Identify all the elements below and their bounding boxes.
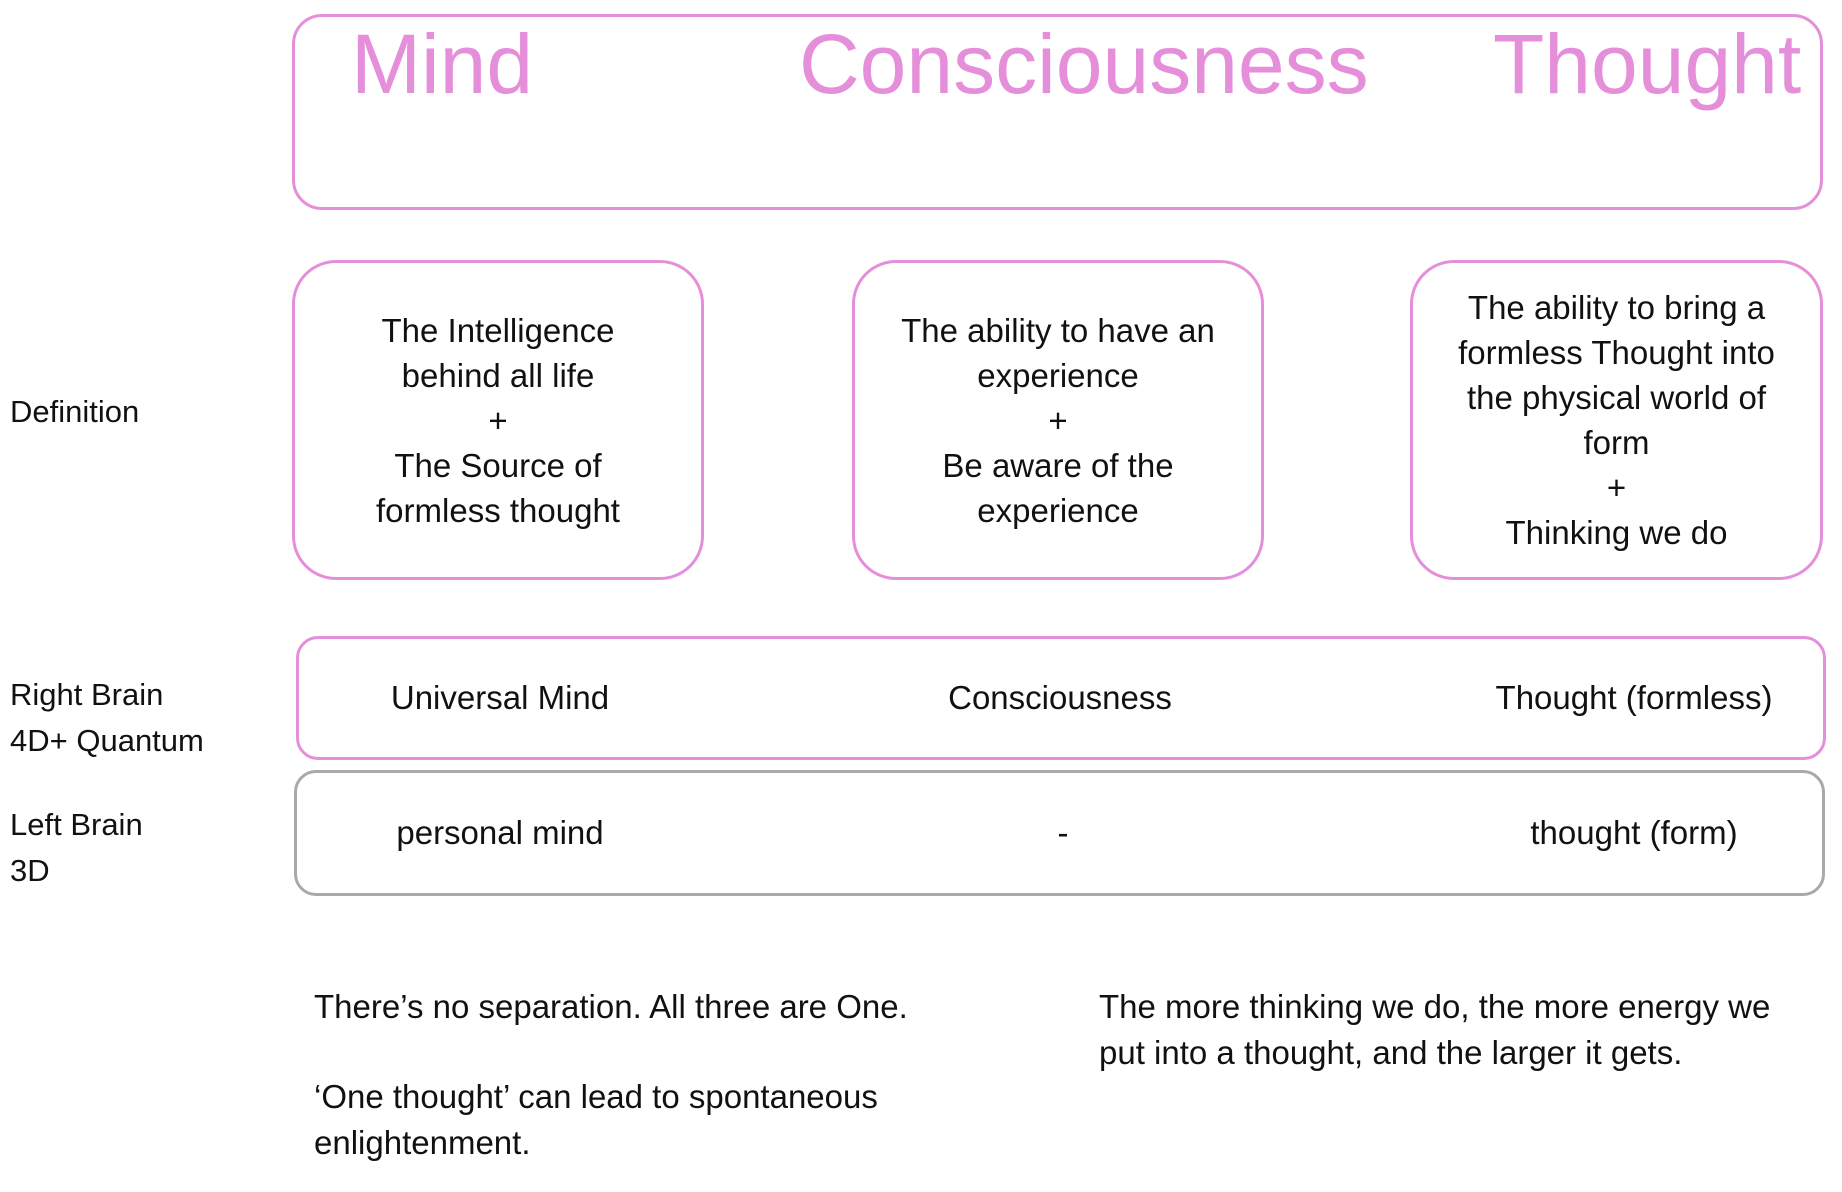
header-box — [292, 14, 1823, 210]
column-title-consciousness: Consciousness — [799, 17, 1369, 111]
note-right: The more thinking we do, the more energy… — [1099, 984, 1819, 1076]
right-brain-cell-thought: Thought (formless) — [1495, 679, 1773, 716]
note-left-paragraph-1: There’s no separation. All three are One… — [314, 988, 908, 1025]
definition-text-thought: The ability to bring a formless Thought … — [1458, 285, 1775, 555]
row-label-right-brain: Right Brain 4D+ Quantum — [10, 672, 204, 764]
definition-line: Thinking we do — [1505, 514, 1728, 551]
left-brain-cell-mind: personal mind — [396, 814, 604, 851]
row-label-definition-text: Definition — [10, 394, 140, 429]
row-label-left-brain-line2: 3D — [10, 853, 50, 888]
row-label-left-brain: Left Brain 3D — [10, 802, 143, 894]
right-brain-cell-consciousness: Consciousness — [948, 679, 1172, 716]
definition-text-consciousness: The ability to have an experience + Be a… — [901, 308, 1215, 533]
definition-box-consciousness: The ability to have an experience + Be a… — [852, 260, 1264, 580]
definition-line: The Source of — [394, 446, 602, 484]
definition-line: formless Thought into — [1458, 334, 1775, 371]
column-title-mind: Mind — [351, 17, 534, 111]
left-brain-row: personal mind - thought (form) — [294, 770, 1825, 896]
row-label-definition: Definition — [10, 389, 139, 435]
definition-line: experience — [977, 356, 1139, 394]
right-brain-cell-mind: Universal Mind — [390, 679, 610, 716]
note-left: There’s no separation. All three are One… — [314, 984, 954, 1166]
definition-line: behind all life — [401, 356, 595, 394]
row-label-right-brain-line2: 4D+ Quantum — [10, 723, 204, 758]
definition-plus: + — [1048, 401, 1068, 439]
definition-line: Be aware of the — [942, 446, 1174, 484]
definition-plus: + — [488, 401, 508, 439]
definition-plus: + — [1606, 469, 1627, 506]
row-label-right-brain-line1: Right Brain — [10, 677, 164, 712]
row-label-left-brain-line1: Left Brain — [10, 807, 143, 842]
definition-box-mind: The Intelligence behind all life + The S… — [292, 260, 704, 580]
definition-line: form — [1583, 424, 1650, 461]
definition-text-mind: The Intelligence behind all life + The S… — [376, 308, 620, 533]
left-brain-cell-consciousness: - — [1057, 814, 1069, 851]
definition-line: experience — [977, 491, 1139, 529]
note-right-paragraph-1: The more thinking we do, the more energy… — [1099, 988, 1771, 1071]
definition-box-thought: The ability to bring a formless Thought … — [1410, 260, 1823, 580]
column-title-thought: Thought — [1493, 17, 1802, 111]
definition-line: The ability to bring a — [1467, 289, 1766, 326]
definition-line: the physical world of — [1467, 379, 1766, 416]
right-brain-row: Universal Mind Consciousness Thought (fo… — [296, 636, 1826, 760]
definition-line: The Intelligence — [381, 311, 615, 349]
definition-line: formless thought — [376, 491, 620, 529]
definition-line: The ability to have an — [901, 311, 1215, 349]
note-left-paragraph-2: ‘One thought’ can lead to spontaneous en… — [314, 1078, 878, 1161]
left-brain-cell-thought: thought (form) — [1530, 814, 1738, 851]
